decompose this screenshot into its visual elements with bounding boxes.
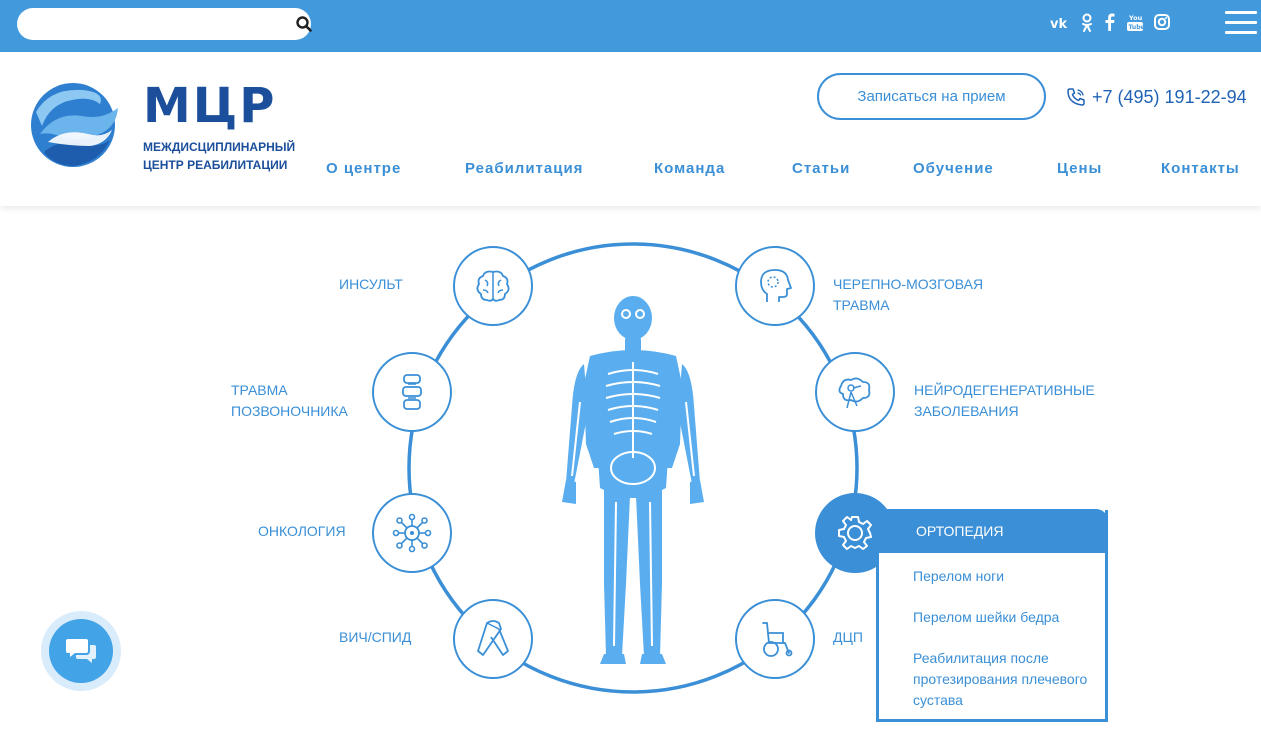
- svg-text:vk: vk: [1050, 17, 1067, 30]
- chat-bubbles-icon: [66, 639, 96, 663]
- nav-item-education[interactable]: Обучение: [913, 160, 994, 177]
- hamburger-menu-icon[interactable]: [1225, 11, 1257, 37]
- phone-number[interactable]: +7 (495) 191-22-94: [1092, 87, 1247, 107]
- book-appointment-button[interactable]: Записаться на прием: [817, 73, 1046, 120]
- chat-widget-button[interactable]: [41, 611, 121, 691]
- category-node-stroke[interactable]: [453, 246, 533, 326]
- nav-item-contacts[interactable]: Контакты: [1161, 160, 1240, 177]
- svg-text:Tube: Tube: [1129, 24, 1144, 31]
- cells-icon: [392, 513, 432, 553]
- odnoklassniki-icon[interactable]: [1081, 13, 1093, 33]
- category-label-stroke[interactable]: ИНСУЛЬТ: [339, 276, 403, 292]
- body-ring-diagram: [407, 242, 859, 694]
- brand-subtitle: МЕЖДИСЦИПЛИНАРНЫЙ ЦЕНТР РЕАБИЛИТАЦИИ: [143, 138, 323, 174]
- rehab-directions-section: ИНСУЛЬТ ТРАВМА ПОЗВОНОЧНИКА ОНКОЛОГИЯ ВИ…: [0, 206, 1261, 729]
- category-node-hiv[interactable]: [453, 599, 533, 679]
- category-label-neurodegenerative[interactable]: НЕЙРОДЕГЕНЕРАТИВНЫЕ ЗАБОЛЕВАНИЯ: [914, 380, 1095, 422]
- category-label-spine-line1: ТРАВМА: [231, 382, 288, 398]
- instagram-icon[interactable]: [1154, 14, 1170, 30]
- site-header: МЦР МЕЖДИСЦИПЛИНАРНЫЙ ЦЕНТР РЕАБИЛИТАЦИИ…: [0, 52, 1261, 206]
- logo-wave-icon[interactable]: [30, 82, 120, 168]
- brand-subtitle-line2: ЦЕНТР РЕАБИЛИТАЦИИ: [143, 158, 288, 172]
- category-label-tbi[interactable]: ЧЕРЕПНО-МОЗГОВАЯ ТРАВМА: [833, 274, 983, 316]
- phone-icon: [1067, 88, 1085, 106]
- skeleton-figure: [562, 296, 704, 664]
- orthopedics-dropdown-title[interactable]: ОРТОПЕДИЯ: [876, 509, 1108, 553]
- top-bar: vk You Tube: [0, 0, 1261, 52]
- gear-icon: [838, 516, 872, 550]
- dropdown-item-shoulder-rehab[interactable]: Реабилитация после протезирования плечев…: [913, 650, 1088, 708]
- head-profile-icon: [760, 269, 792, 302]
- chat-widget-inner[interactable]: [49, 619, 113, 683]
- nav-item-about[interactable]: О центре: [326, 160, 402, 177]
- facebook-icon[interactable]: [1104, 13, 1116, 31]
- orthopedics-dropdown: ОРТОПЕДИЯ Перелом ноги Перелом шейки бед…: [876, 509, 1108, 722]
- category-label-spine-line2: ПОЗВОНОЧНИКА: [231, 403, 348, 419]
- nav-item-prices[interactable]: Цены: [1057, 160, 1103, 177]
- search-input[interactable]: [31, 14, 271, 34]
- category-label-neuro-line1: НЕЙРОДЕГЕНЕРАТИВНЫЕ: [914, 382, 1095, 398]
- search-box[interactable]: [17, 8, 312, 40]
- category-node-neurodegenerative[interactable]: [815, 352, 895, 432]
- category-label-oncology[interactable]: ОНКОЛОГИЯ: [258, 523, 346, 539]
- svg-text:You: You: [1128, 14, 1143, 22]
- nav-item-articles[interactable]: Статьи: [792, 160, 851, 177]
- brain-icon: [476, 270, 510, 302]
- nav-item-rehabilitation[interactable]: Реабилитация: [465, 160, 584, 177]
- dropdown-item-hip-fracture[interactable]: Перелом шейки бедра: [913, 609, 1060, 625]
- spine-icon: [402, 374, 422, 410]
- category-node-oncology[interactable]: [372, 493, 452, 573]
- category-label-tbi-line1: ЧЕРЕПНО-МОЗГОВАЯ: [833, 276, 984, 292]
- nav-item-team[interactable]: Команда: [654, 160, 726, 177]
- search-icon[interactable]: [296, 16, 312, 32]
- category-label-neuro-line2: ЗАБОЛЕВАНИЯ: [914, 403, 1019, 419]
- category-label-tbi-line2: ТРАВМА: [833, 297, 890, 313]
- neuron-icon: [838, 377, 871, 409]
- category-label-spine[interactable]: ТРАВМА ПОЗВОНОЧНИКА: [231, 380, 348, 422]
- category-node-tbi[interactable]: [735, 246, 815, 326]
- ribbon-icon: [477, 620, 509, 656]
- wheelchair-icon: [762, 622, 793, 657]
- category-label-cp[interactable]: ДЦП: [833, 629, 863, 645]
- vk-icon[interactable]: vk: [1050, 16, 1070, 30]
- category-node-spine[interactable]: [372, 352, 452, 432]
- youtube-icon[interactable]: You Tube: [1127, 13, 1143, 33]
- dropdown-item-leg-fracture[interactable]: Перелом ноги: [913, 568, 1005, 584]
- brand-name[interactable]: МЦР: [143, 78, 277, 134]
- category-label-hiv[interactable]: ВИЧ/СПИД: [339, 629, 412, 645]
- brand-subtitle-line1: МЕЖДИСЦИПЛИНАРНЫЙ: [143, 140, 296, 154]
- category-node-cp[interactable]: [735, 599, 815, 679]
